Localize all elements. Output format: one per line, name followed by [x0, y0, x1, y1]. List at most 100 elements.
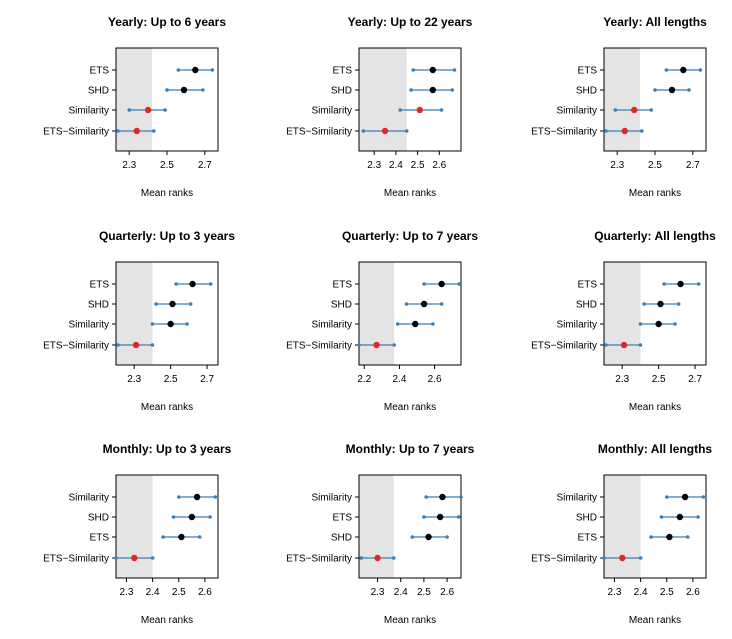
interval-end-low — [613, 108, 618, 112]
panel-title: Yearly: Up to 6 years — [108, 15, 226, 29]
interval-end-low — [649, 535, 653, 539]
x-tick-label: 2.5 — [417, 587, 431, 598]
x-tick-label: 2.5 — [660, 587, 674, 598]
x-tick-label: 2.4 — [146, 587, 160, 598]
mean-rank-point — [657, 300, 664, 308]
method-label: ETS — [578, 280, 598, 291]
plot-frame — [115, 474, 219, 579]
x-tick-label: 2.5 — [648, 160, 662, 171]
interval-end-low — [410, 535, 415, 539]
interval-end-low — [150, 322, 155, 326]
interval-end-high — [185, 322, 189, 326]
mean-rank-point — [436, 513, 444, 521]
x-tick-label: 2.6 — [198, 587, 212, 598]
mean-rank-point — [133, 127, 140, 135]
mean-rank-point — [420, 300, 428, 308]
method-label: Similarity — [68, 106, 109, 117]
method-label: Similarity — [311, 493, 352, 504]
interval-end-high — [687, 88, 691, 92]
interval-end-low — [176, 495, 181, 499]
mean-rank-point — [680, 66, 687, 74]
interval-end-high — [150, 556, 155, 560]
interval-end-low — [398, 108, 403, 112]
x-tick-label: 2.5 — [411, 160, 425, 171]
x-axis-title: Mean ranks — [141, 402, 193, 413]
highlight-region — [116, 262, 153, 365]
mean-rank-point — [621, 127, 628, 135]
interval-end-high — [163, 108, 167, 112]
x-tick-label: 2.5 — [652, 374, 666, 385]
interval-end-high — [150, 343, 155, 347]
mean-rank-point — [167, 320, 174, 328]
x-tick-label: 2.7 — [198, 160, 212, 171]
method-label: Similarity — [556, 493, 597, 504]
method-label: ETS — [333, 66, 353, 77]
method-label: SHD — [576, 513, 597, 524]
highlight-region — [359, 262, 395, 365]
mean-rank-point — [681, 493, 689, 501]
method-label: SHD — [88, 513, 109, 524]
x-tick-label: 2.4 — [389, 160, 403, 171]
interval-end-high — [456, 515, 461, 519]
interval-end-low — [409, 88, 413, 92]
mean-rank-point — [144, 106, 152, 114]
x-axis-title: Mean ranks — [141, 615, 193, 626]
interval-end-high — [638, 343, 643, 347]
interval-end-low — [659, 515, 664, 519]
x-axis-title: Mean ranks — [384, 402, 436, 413]
interval-end-low — [154, 302, 158, 306]
mean-rank-point — [666, 533, 673, 541]
x-axis-title: Mean ranks — [629, 188, 681, 199]
interval-end-low — [176, 68, 181, 72]
x-axis-title: Mean ranks — [384, 615, 436, 626]
mean-rank-point — [620, 341, 628, 349]
x-tick-label: 2.6 — [432, 160, 446, 171]
method-label: ETS — [333, 513, 353, 524]
x-tick-label: 2.6 — [428, 374, 442, 385]
interval-end-low — [404, 302, 409, 306]
mean-rank-point — [131, 554, 138, 562]
mean-rank-point — [374, 554, 381, 562]
mean-rank-point — [676, 513, 684, 521]
x-tick-label: 2.5 — [164, 374, 178, 385]
method-label: SHD — [88, 300, 109, 311]
interval-end-high — [701, 495, 706, 499]
method-label: ETS−Similarity — [43, 127, 109, 138]
x-tick-label: 2.3 — [608, 587, 622, 598]
x-tick-label: 2.3 — [127, 374, 141, 385]
panel-title: Quarterly: All lengths — [594, 229, 716, 243]
interval-end-high — [685, 535, 690, 539]
mean-rank-point — [412, 320, 419, 328]
method-label: Similarity — [311, 106, 352, 117]
mean-rank-point — [189, 280, 196, 288]
interval-end-high — [208, 282, 213, 286]
x-axis-title: Mean ranks — [141, 188, 193, 199]
mean-rank-point — [619, 554, 626, 562]
method-label: Similarity — [68, 320, 109, 331]
mean-rank-point — [677, 280, 684, 288]
interval-end-high — [452, 68, 457, 72]
mean-rank-point — [655, 320, 662, 328]
interval-end-high — [210, 68, 215, 72]
method-label: Similarity — [556, 106, 597, 117]
interval-end-high — [208, 515, 212, 519]
interval-end-low — [174, 282, 178, 286]
method-label: Similarity — [68, 493, 109, 504]
x-tick-label: 2.3 — [610, 160, 624, 171]
interval-end-high — [151, 129, 156, 133]
interval-end-high — [450, 88, 455, 92]
highlight-region — [116, 48, 152, 151]
interval-end-high — [431, 322, 435, 326]
interval-end-low — [664, 68, 669, 72]
interval-end-high — [197, 535, 202, 539]
highlight-region — [359, 475, 394, 578]
interval-end-low — [604, 129, 608, 133]
interval-end-high — [445, 535, 449, 539]
mean-rank-point — [425, 533, 432, 541]
method-label: ETS−Similarity — [43, 554, 109, 565]
